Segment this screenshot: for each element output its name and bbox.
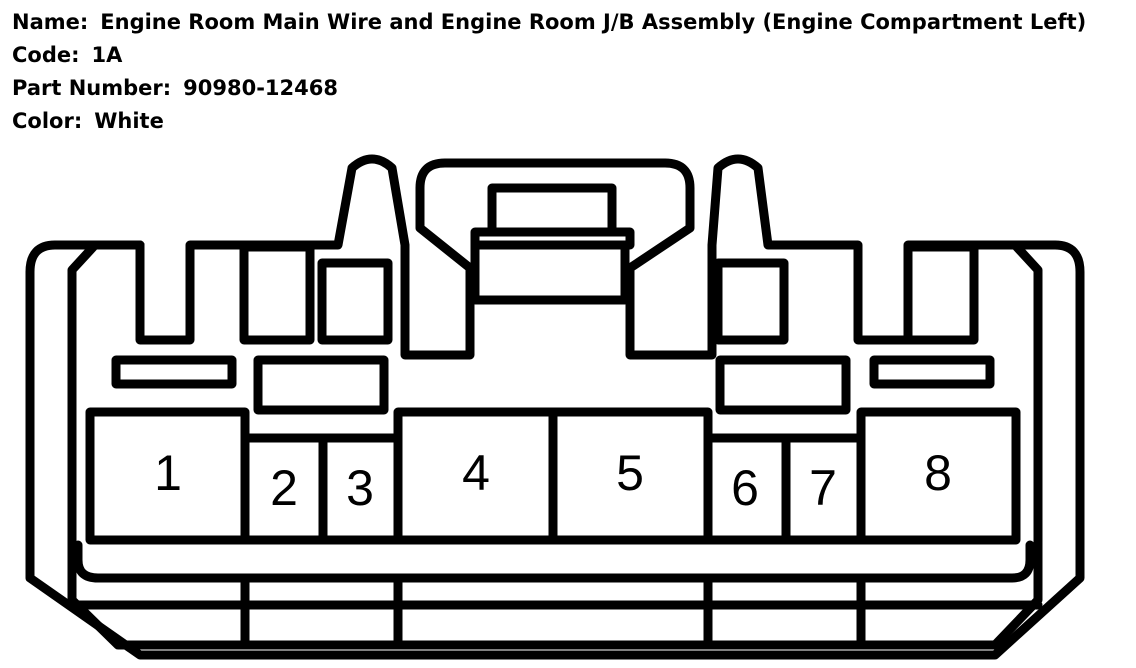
pin-label-3: 3 <box>346 460 374 516</box>
housing-outer-shell <box>25 240 1085 660</box>
pin-label-1: 1 <box>154 445 182 501</box>
color-line: Color: White <box>12 105 1086 138</box>
lock-latch-tab <box>487 183 617 237</box>
pin-label-4: 4 <box>462 445 490 501</box>
slot-left <box>111 355 237 389</box>
cavity-8 <box>856 407 1021 545</box>
name-line: Name: Engine Room Main Wire and Engine Ro… <box>12 6 1086 39</box>
name-label: Name: <box>12 10 89 34</box>
pin-label-8: 8 <box>924 445 952 501</box>
upper-window-center-left <box>317 258 393 345</box>
pin-label-2: 2 <box>270 460 298 516</box>
code-line: Code: 1A <box>12 39 1086 72</box>
upper-window-left <box>239 242 315 345</box>
pin-label-6: 6 <box>731 460 759 516</box>
part-number-value: 90980-12468 <box>183 76 338 100</box>
pin-label-7: 7 <box>809 460 837 516</box>
part-number-line: Part Number: 90980-12468 <box>12 72 1086 105</box>
housing-inner-shell <box>67 240 1043 650</box>
lock-latch-inner <box>470 240 630 305</box>
name-value: Engine Room Main Wire and Engine Room J/… <box>100 10 1087 34</box>
code-value: 1A <box>91 43 123 67</box>
connector-info: Name: Engine Room Main Wire and Engine Ro… <box>12 6 1086 138</box>
color-value: White <box>94 109 164 133</box>
color-label: Color: <box>12 109 83 133</box>
slot-center-right <box>715 355 851 415</box>
part-number-label: Part Number: <box>12 76 172 100</box>
housing-top-profile <box>135 154 1000 360</box>
upper-window-center-right <box>713 258 789 345</box>
code-label: Code: <box>12 43 80 67</box>
housing-front-frame <box>73 540 1035 583</box>
slot-center-left <box>253 355 389 415</box>
slot-right <box>869 355 995 389</box>
upper-window-right <box>903 242 979 345</box>
pin-label-5: 5 <box>616 445 644 501</box>
